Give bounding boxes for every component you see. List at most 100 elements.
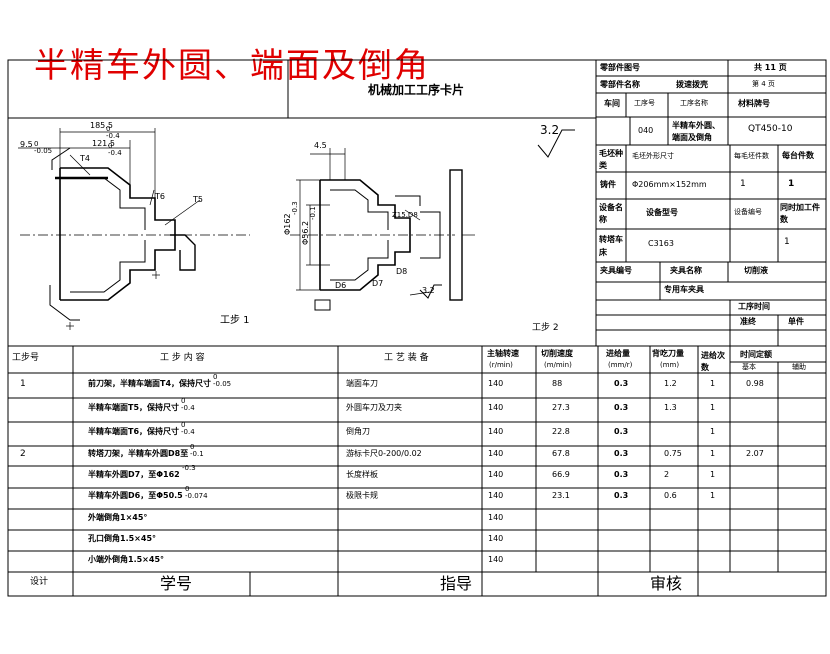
th-speed: 主轴转速 <box>487 349 519 358</box>
row-equipment: 长度样板 <box>346 470 378 479</box>
dim-step2-top: 4.5 <box>314 141 327 150</box>
per-blank-label: 每毛坯件数 <box>734 152 769 160</box>
row-passes: 1 <box>710 403 716 412</box>
row-machine-time: 2.07 <box>746 449 764 458</box>
part-no-label: 零部件图号 <box>600 63 640 72</box>
per-unit-value: 1 <box>788 179 795 189</box>
th-feed-unit: (mm/r) <box>608 361 633 369</box>
page-title: 半精车外圆、端面及倒角 <box>34 46 430 86</box>
dim-phi2-tol: -0.1 <box>309 206 317 220</box>
row-cut-speed: 66.9 <box>552 470 570 479</box>
per-unit-label: 每台件数 <box>782 151 814 160</box>
th-depth-unit: (mm) <box>660 361 680 369</box>
coolant-label: 切削液 <box>744 266 768 275</box>
row-machine-time: 0.98 <box>746 379 764 388</box>
simul-label: 同时加工件数 <box>780 203 820 224</box>
row-feed: 0.3 <box>614 449 629 458</box>
fixture-no-label: 夹具编号 <box>600 266 632 275</box>
row-speed: 140 <box>488 470 504 479</box>
row-depth: 2 <box>664 470 670 479</box>
dim-top1: 185.5 <box>90 121 113 130</box>
th-step-no: 工步号 <box>12 353 40 363</box>
row-content: 半精车外圆D7，至Φ162 <box>88 470 180 479</box>
row-cut-speed: 23.1 <box>552 491 570 500</box>
step1-label: 工步 1 <box>220 315 250 326</box>
row-passes: 1 <box>710 449 716 458</box>
row-tolerance: 0 -0.4 <box>181 421 195 436</box>
row-depth: 1.3 <box>664 403 677 412</box>
th-feed: 进给量 <box>606 349 630 358</box>
row-cut-speed: 67.8 <box>552 449 570 458</box>
th-aux-time: 辅助 <box>792 363 806 371</box>
equip-name-label: 设备名称 <box>599 203 623 224</box>
row-step-no: 2 <box>20 449 26 459</box>
th-speed-unit: (r/min) <box>489 361 513 369</box>
per-blank-value: 1 <box>740 179 746 189</box>
row-equipment: 极限卡规 <box>346 491 378 500</box>
th-cut-speed: 切削速度 <box>541 349 573 358</box>
row-tolerance: 0 -0.4 <box>181 397 195 412</box>
blank-dims-label: 毛坯外形尺寸 <box>632 152 674 160</box>
op-no-value: 040 <box>638 126 654 135</box>
op-name-label: 工序名称 <box>680 99 708 107</box>
dim-left-tol: 0 -0.05 <box>34 140 53 155</box>
label-t5: T5 <box>193 195 203 204</box>
th-content: 工 步 内 容 <box>160 353 205 363</box>
th-passes: 进给次数 <box>701 351 725 372</box>
row-cut-speed: 22.8 <box>552 427 570 436</box>
row-speed: 140 <box>488 427 504 436</box>
dim-top2: 121.5 <box>92 139 115 148</box>
label-d6: D6 <box>335 281 347 290</box>
part-name-label: 零部件名称 <box>600 80 640 89</box>
op-time-label: 工序时间 <box>738 302 770 311</box>
row-content: 半精车外圆D6，至Φ50.5 <box>88 491 183 500</box>
material-value: QT450-10 <box>748 124 793 134</box>
equip-name-value: 转塔车床 <box>599 235 623 257</box>
label-t4: T4 <box>80 154 90 163</box>
page-no: 第 4 页 <box>752 80 775 88</box>
dim-top2-tol: 0 -0.4 <box>108 142 122 157</box>
row-passes: 1 <box>710 427 716 436</box>
workshop-label: 车间 <box>604 99 620 108</box>
dim-left: 9.5 <box>20 140 33 149</box>
part-name-value: 拨速拨壳 <box>676 80 708 89</box>
footer-review: 审核 <box>650 574 683 593</box>
row-content: 半精车端面T5，保持尺寸 <box>88 403 180 412</box>
row-passes: 1 <box>710 379 716 388</box>
row-cut-speed: 27.3 <box>552 403 570 412</box>
row-tolerance: 0 -0.05 <box>213 373 232 388</box>
row-passes: 1 <box>710 470 716 479</box>
row-equipment: 倒角刀 <box>346 427 370 436</box>
row-content: 前刀架，半精车端面T4，保持尺寸 <box>88 379 212 388</box>
th-machine-time: 基本 <box>742 363 756 371</box>
row-equipment: 外圆车刀及刀夹 <box>346 403 402 412</box>
row-speed: 140 <box>488 379 504 388</box>
row-cut-speed: 88 <box>552 379 563 388</box>
row-content: 外端倒角1×45° <box>88 513 148 522</box>
dim-phi1-tol: -0.3 <box>291 201 299 215</box>
dim-phi2: Φ56.2 <box>301 220 310 245</box>
row-speed: 140 <box>488 449 504 458</box>
th-cut-speed-unit: (m/min) <box>544 361 572 369</box>
op-name-value: 半精车外圆、端面及倒角 <box>672 121 720 142</box>
row-equipment: 端面车刀 <box>346 379 378 388</box>
row-feed: 0.3 <box>614 470 629 479</box>
blank-type-value: 铸件 <box>600 180 616 189</box>
label-d8: D8 <box>396 267 408 276</box>
small-note: Z15.D8 <box>392 211 418 219</box>
unit-time-label: 单件 <box>788 317 804 326</box>
label-t6: T6 <box>155 192 165 201</box>
row-feed: 0.3 <box>614 491 629 500</box>
footer-student: 学号 <box>160 574 193 593</box>
roughness-symbol <box>419 129 575 299</box>
equip-serial-label: 设备编号 <box>734 208 762 216</box>
material-label: 材料牌号 <box>738 99 770 108</box>
row-equipment: 游标卡尺0-200/0.02 <box>346 449 422 458</box>
total-pages: 共 11 页 <box>754 63 787 72</box>
blank-type-label: 毛坯种类 <box>599 149 623 170</box>
fixture-name-label: 夹具名称 <box>670 266 702 275</box>
row-depth: 0.6 <box>664 491 677 500</box>
simul-value: 1 <box>784 237 790 247</box>
row-content: 孔口倒角1.5×45° <box>88 534 157 543</box>
